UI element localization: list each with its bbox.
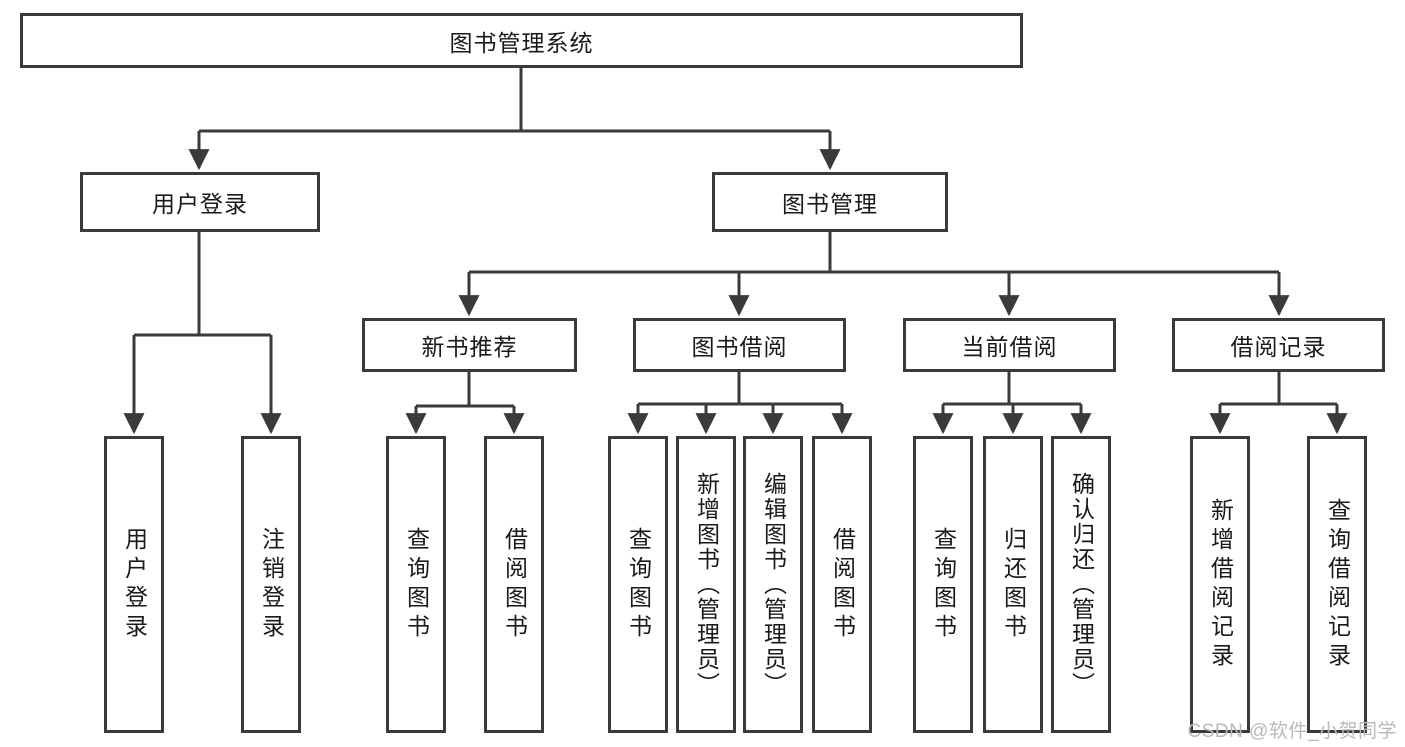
node-label: 当前借阅 <box>961 334 1058 360</box>
node-root-system[interactable]: 图书管理系统 <box>20 13 1023 68</box>
node-new-book-recommend[interactable]: 新书推荐 <box>362 318 577 372</box>
node-current-borrow[interactable]: 当前借阅 <box>903 318 1116 372</box>
leaf-query-book-current[interactable]: 查询图书 <box>913 436 973 733</box>
node-label: 查询图书 <box>403 526 430 643</box>
leaf-user-login[interactable]: 用户登录 <box>104 436 164 733</box>
node-label: 查询图书 <box>625 526 652 643</box>
node-label: 用户登录 <box>121 526 148 643</box>
leaf-borrow-book-newbook[interactable]: 借阅图书 <box>484 436 544 733</box>
leaf-return-book[interactable]: 归还图书 <box>983 436 1043 733</box>
node-book-management[interactable]: 图书管理 <box>712 172 948 232</box>
node-label: 用户登录 <box>152 191 248 217</box>
leaf-query-book-borrow[interactable]: 查询图书 <box>608 436 668 733</box>
node-borrow-records[interactable]: 借阅记录 <box>1172 318 1385 372</box>
leaf-query-borrow-record[interactable]: 查询借阅记录 <box>1307 436 1367 733</box>
node-label: 注销登录 <box>258 526 285 643</box>
node-label: 图书借阅 <box>691 334 788 360</box>
node-label: 新增图书（管理员） <box>693 472 720 697</box>
node-label: 编辑图书（管理员） <box>760 472 787 697</box>
node-user-login[interactable]: 用户登录 <box>80 172 320 232</box>
node-label: 归还图书 <box>1000 526 1027 643</box>
leaf-add-borrow-record[interactable]: 新增借阅记录 <box>1190 436 1250 733</box>
leaf-confirm-return-admin[interactable]: 确认归还（管理员） <box>1051 436 1111 733</box>
leaf-query-book-newbook[interactable]: 查询图书 <box>386 436 446 733</box>
node-label: 借阅记录 <box>1230 334 1327 360</box>
node-label: 确认归还（管理员） <box>1068 472 1095 697</box>
leaf-logout[interactable]: 注销登录 <box>241 436 301 733</box>
node-book-borrow[interactable]: 图书借阅 <box>633 318 846 372</box>
node-label: 借阅图书 <box>829 526 856 643</box>
leaf-borrow-book[interactable]: 借阅图书 <box>812 436 872 733</box>
node-label: 新书推荐 <box>421 334 518 360</box>
leaf-add-book-admin[interactable]: 新增图书（管理员） <box>676 436 736 733</box>
watermark: CSDN @软件_小贺同学 <box>1187 721 1397 742</box>
leaf-edit-book-admin[interactable]: 编辑图书（管理员） <box>743 436 803 733</box>
node-label: 新增借阅记录 <box>1207 497 1234 672</box>
node-label: 借阅图书 <box>501 526 528 643</box>
node-label: 图书管理 <box>782 191 878 217</box>
node-label: 查询图书 <box>930 526 957 643</box>
node-label: 图书管理系统 <box>449 29 594 56</box>
node-label: 查询借阅记录 <box>1324 497 1351 672</box>
